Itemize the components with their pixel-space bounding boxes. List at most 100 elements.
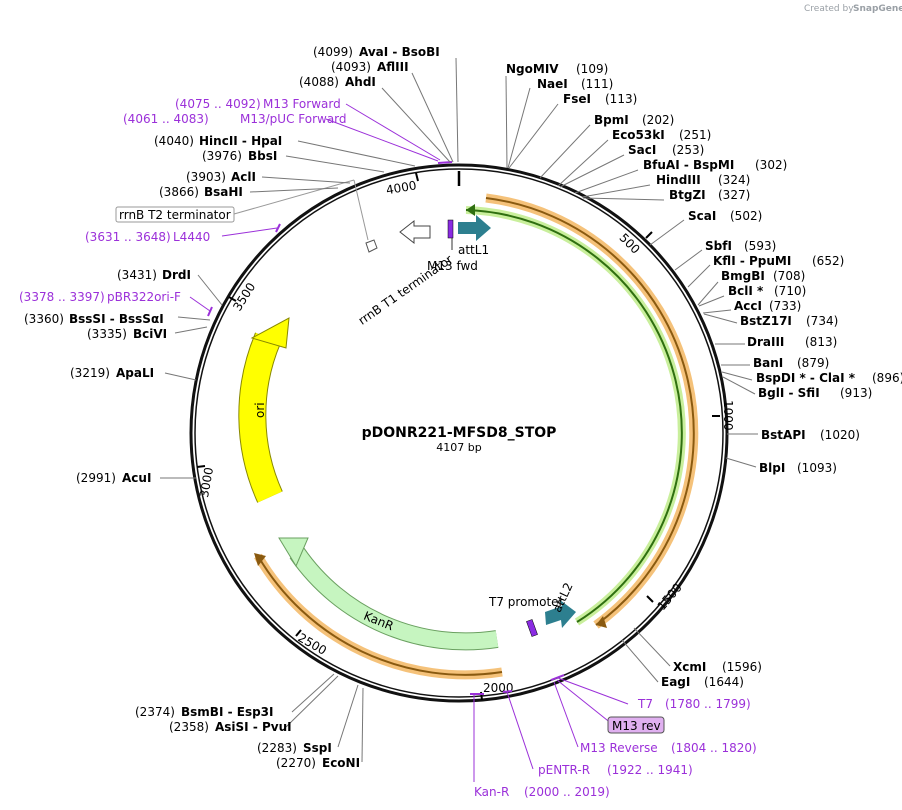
tick-2000: 2000 — [483, 681, 514, 695]
site-bstz17i-name: BstZ17I — [740, 314, 792, 328]
leader-ngomiv — [505, 75, 508, 169]
t7promoter-label: T7 promoter — [488, 595, 564, 609]
m13fwd-marker — [447, 219, 454, 239]
site-bcivi-name: BciVI — [133, 327, 167, 341]
leader-m13rev — [556, 679, 613, 725]
tick-mark-2500 — [295, 629, 302, 637]
primer-m13reverse-name: M13 Reverse — [580, 741, 658, 755]
primer-bars — [207, 161, 565, 695]
primer-bar-t7 — [550, 674, 565, 681]
primer-m13puc-range: (4061 .. 4083) — [123, 112, 209, 126]
site-bbsi-name: BbsI — [248, 149, 277, 163]
site-kfli-pos: (652) — [812, 254, 844, 268]
leader-bsssi — [177, 316, 211, 321]
site-eagi-name: EagI — [661, 675, 690, 689]
t7-marker — [526, 619, 538, 637]
site-scai-name: ScaI — [688, 209, 716, 223]
primer-m13reverse-range: (1804 .. 1820) — [671, 741, 757, 755]
leader-bspdi — [721, 371, 753, 381]
site-hincii-pos: (4040) — [154, 134, 194, 148]
site-bspdi-pos: (896) — [872, 371, 902, 385]
leader-t7 — [557, 677, 629, 705]
leader-bcivi — [174, 326, 208, 334]
leader-bsahi — [249, 187, 339, 193]
orange-feature-left-line — [257, 555, 503, 676]
rrnb-t2-arrow — [365, 239, 378, 253]
primer-bar-pentr — [502, 690, 513, 693]
tick-mark-3000 — [196, 465, 206, 468]
plasmid-size: 4107 bp — [436, 441, 481, 454]
leader-m13puc — [325, 118, 439, 162]
site-bsahi-name: BsaHI — [204, 185, 243, 199]
site-naei-pos: (111) — [581, 77, 613, 91]
site-acli-name: AclI — [231, 170, 256, 184]
site-bcivi-pos: (3335) — [87, 327, 127, 341]
primer-t7-range: (1780 .. 1799) — [665, 697, 751, 711]
leader-hincii — [297, 140, 416, 167]
site-acui-pos: (2991) — [76, 471, 116, 485]
backbone-outer — [189, 163, 729, 703]
site-btgzi-name: BtgZI — [669, 188, 706, 202]
leader-hindiii — [581, 184, 651, 198]
leader-xcmi — [633, 627, 671, 667]
green-feature-line — [465, 209, 683, 623]
rrnb-t1-label: rrnB T1 terminator — [356, 252, 456, 328]
m13fwd-label: M13 fwd — [427, 259, 478, 273]
orange-feature-arrowhead — [596, 616, 607, 628]
site-eco53ki-pos: (251) — [679, 128, 711, 142]
plasmid-name: pDONR221-MFSD8_STOP — [362, 425, 557, 441]
site-saci-pos: (253) — [672, 143, 704, 157]
tick-2500: 2500 — [296, 630, 329, 657]
leader-sbfi — [674, 249, 703, 271]
site-drdi-name: DrdI — [162, 268, 191, 282]
leader-asisi — [285, 675, 339, 728]
leader-drdi — [197, 274, 223, 306]
ori-arc — [239, 332, 282, 503]
site-asisi-pos: (2358) — [169, 720, 209, 734]
attl1-arrow — [458, 215, 491, 241]
leader-m13forward — [345, 103, 441, 161]
tick-mark-500 — [645, 231, 653, 239]
leader-naei — [507, 87, 531, 169]
primer-labels: M13 Forward (4075 .. 4092) M13/pUC Forwa… — [19, 97, 757, 799]
site-bspdi-name: BspDI * - ClaI * — [756, 371, 856, 385]
rrnb-t1-arrow — [399, 219, 431, 245]
site-bcli-pos: (710) — [774, 284, 806, 298]
leader-bgli — [722, 376, 756, 395]
site-acui-name: AcuI — [122, 471, 151, 485]
leader-m13reverse — [553, 681, 579, 748]
site-sspi-name: SspI — [303, 741, 332, 755]
site-bmgbi-pos: (708) — [773, 269, 805, 283]
site-bsmbi-pos: (2374) — [135, 705, 175, 719]
site-econi-name: EcoNI — [322, 756, 360, 770]
site-bgli-name: BglI - SfiI — [758, 386, 820, 400]
site-bstapi-pos: (1020) — [820, 428, 860, 442]
leader-pentr — [506, 691, 534, 770]
site-ahdi-pos: (4088) — [299, 75, 339, 89]
site-ahdi-name: AhdI — [345, 75, 376, 89]
green-feature-band — [465, 206, 686, 626]
site-eagi-pos: (1644) — [704, 675, 744, 689]
site-kfli-name: KflI - PpuMI — [713, 254, 791, 268]
leader-btgzi — [582, 197, 665, 201]
site-naei-name: NaeI — [537, 77, 568, 91]
primer-m13rev-box — [607, 716, 665, 734]
site-blpi-name: BlpI — [759, 461, 785, 475]
primer-l4440-name: L4440 — [173, 230, 210, 244]
site-bmgbi-name: BmgBI — [721, 269, 765, 283]
site-bani-name: BanI — [753, 356, 783, 370]
primer-m13forward-name: M13 Forward — [263, 97, 341, 111]
site-apali-name: ApaLI — [116, 366, 154, 380]
leader-bsmbi — [291, 673, 335, 713]
tick-mark-4000 — [415, 172, 419, 182]
primer-bar-m13f — [437, 161, 453, 164]
tick-4000: 4000 — [385, 178, 418, 197]
kanr-arc — [290, 548, 499, 650]
attl1-label: attL1 — [458, 243, 489, 257]
backbone-inner — [194, 168, 724, 698]
rrnb-t2-box — [115, 206, 235, 223]
site-hincii-name: HincII - HpaI — [199, 134, 282, 148]
leader-eco53ki — [557, 139, 609, 187]
site-blpi-pos: (1093) — [797, 461, 837, 475]
leader-apali — [164, 372, 197, 381]
